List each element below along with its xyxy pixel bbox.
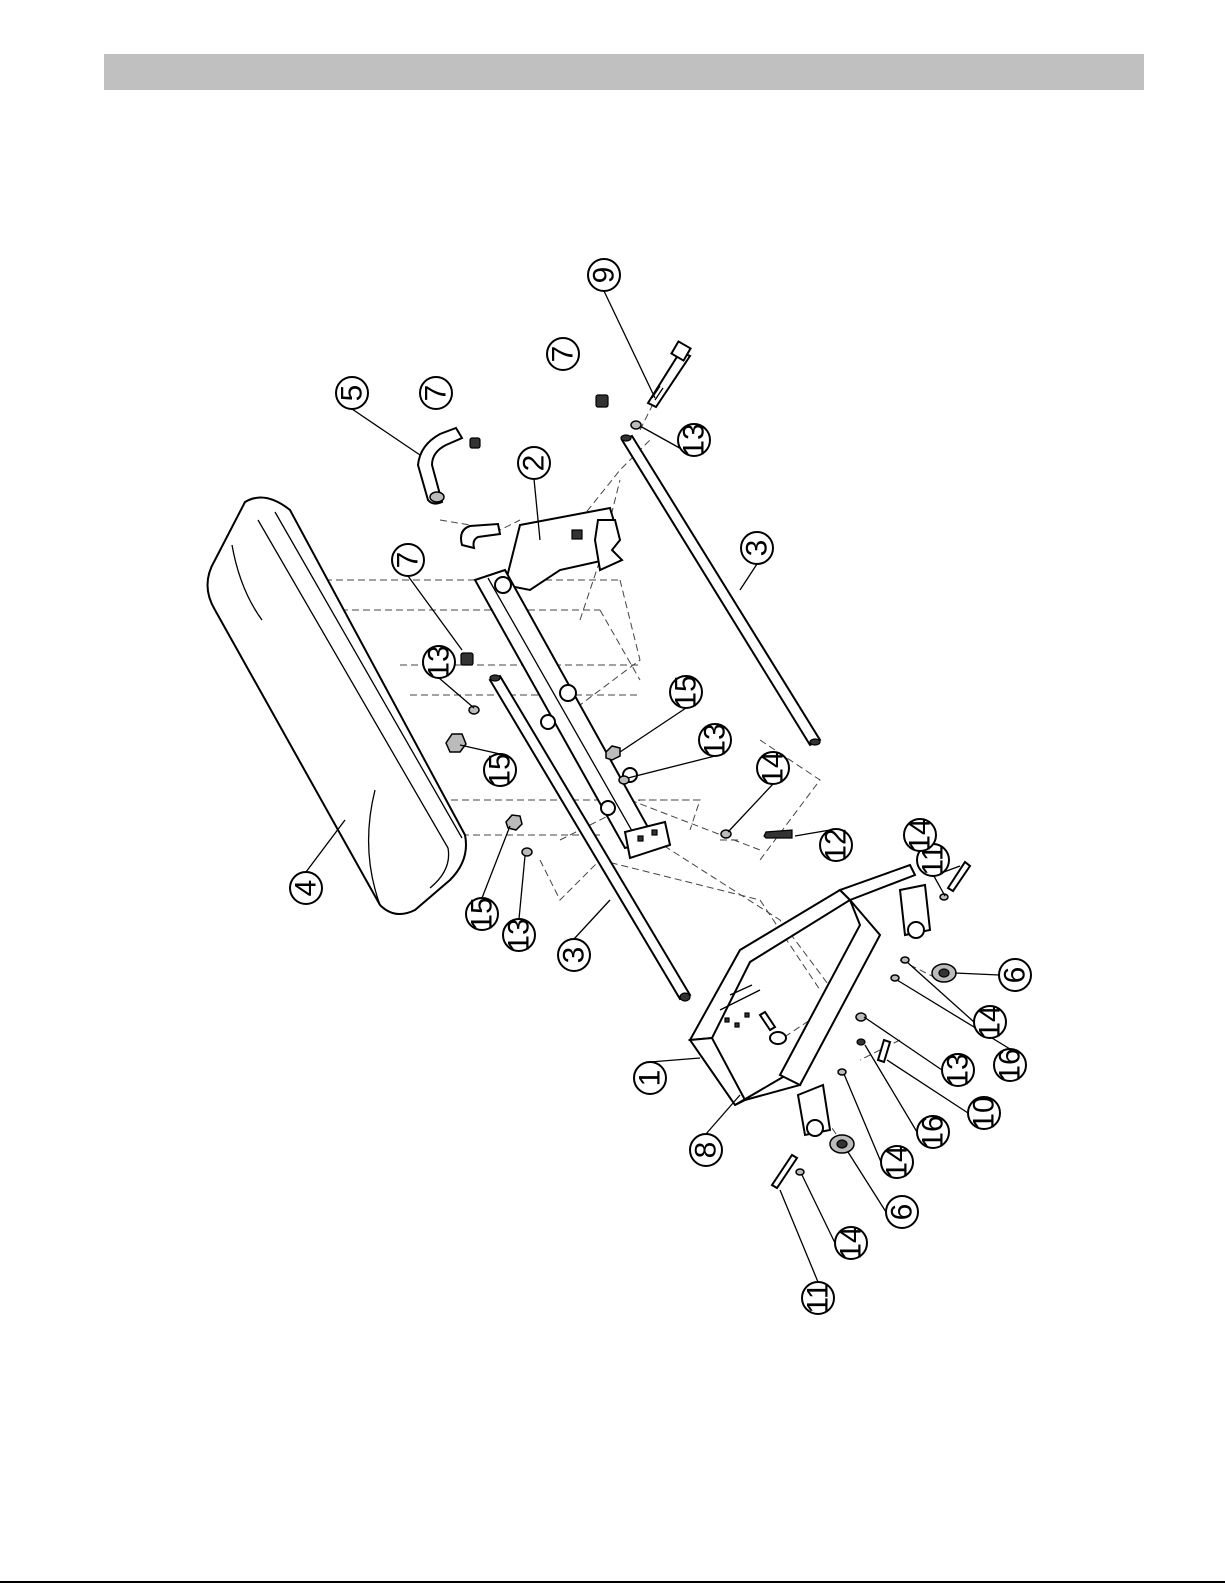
callout-number: 15 — [466, 897, 499, 930]
callout-14: 14 — [757, 751, 790, 784]
callout-3: 3 — [558, 939, 591, 971]
callout-15: 15 — [670, 675, 703, 708]
callout-6: 6 — [886, 1196, 919, 1228]
callout-13: 13 — [503, 918, 536, 951]
callout-number: 16 — [994, 1048, 1027, 1081]
callout-number: 14 — [757, 751, 790, 784]
callout-number: 6 — [999, 967, 1032, 984]
bottom-rule — [0, 1581, 1225, 1583]
callout-number: 3 — [741, 540, 774, 557]
callout-number: 13 — [699, 723, 732, 756]
callout-number: 3 — [558, 947, 591, 964]
callout-14: 14 — [904, 818, 937, 851]
callout-number: 9 — [588, 267, 621, 284]
callout-number: 7 — [420, 385, 453, 402]
callout-15: 15 — [466, 897, 499, 930]
callout-4: 4 — [290, 872, 323, 904]
callout-13: 13 — [678, 423, 711, 456]
callout-12: 12 — [820, 828, 853, 861]
callout-number: 8 — [690, 1142, 723, 1159]
callout-number: 14 — [835, 1226, 868, 1259]
callout-15: 15 — [484, 753, 517, 786]
callout-number: 14 — [974, 1005, 1007, 1038]
callout-16: 16 — [917, 1115, 950, 1148]
callout-9: 9 — [588, 259, 621, 291]
callout-number: 10 — [968, 1096, 1001, 1129]
foam-roller-holder — [418, 428, 500, 548]
callout-13: 13 — [699, 723, 732, 756]
rod-upper — [621, 435, 820, 745]
callout-number: 12 — [820, 828, 853, 861]
callout-number: 13 — [942, 1053, 975, 1086]
callout-14: 14 — [881, 1145, 914, 1178]
callout-number: 2 — [518, 455, 551, 472]
callout-number: 4 — [290, 880, 323, 897]
seat-pad — [208, 498, 467, 915]
callout-13: 13 — [942, 1053, 975, 1086]
callout-8: 8 — [690, 1134, 723, 1166]
callout-7: 7 — [547, 338, 580, 370]
callout-3: 3 — [741, 532, 774, 564]
callout-13: 13 — [423, 645, 456, 678]
callout-14: 14 — [835, 1226, 868, 1259]
callout-number: 13 — [503, 918, 536, 951]
callout-number: 5 — [336, 385, 369, 402]
callout-number: 6 — [886, 1204, 919, 1221]
callout-number: 15 — [484, 753, 517, 786]
callout-number: 7 — [547, 346, 580, 363]
callout-number: 14 — [881, 1145, 914, 1178]
callout-7: 7 — [392, 544, 425, 576]
callout-number: 13 — [423, 645, 456, 678]
callout-16: 16 — [994, 1048, 1027, 1081]
callout-number: 14 — [904, 818, 937, 851]
callout-number: 1 — [634, 1070, 667, 1087]
callout-14: 14 — [974, 1005, 1007, 1038]
callout-10: 10 — [968, 1096, 1001, 1129]
callout-7: 7 — [420, 377, 453, 409]
callout-1: 1 — [634, 1062, 667, 1094]
callout-number: 16 — [917, 1115, 950, 1148]
callout-number: 7 — [392, 552, 425, 569]
callout-number: 13 — [678, 423, 711, 456]
callout-number: 11 — [802, 1282, 835, 1313]
callout-2: 2 — [518, 447, 551, 479]
callout-number: 15 — [670, 675, 703, 708]
callout-6: 6 — [999, 959, 1032, 991]
callout-5: 5 — [336, 377, 369, 409]
callout-11: 11 — [802, 1282, 835, 1314]
rear-base-frame — [690, 865, 930, 1136]
